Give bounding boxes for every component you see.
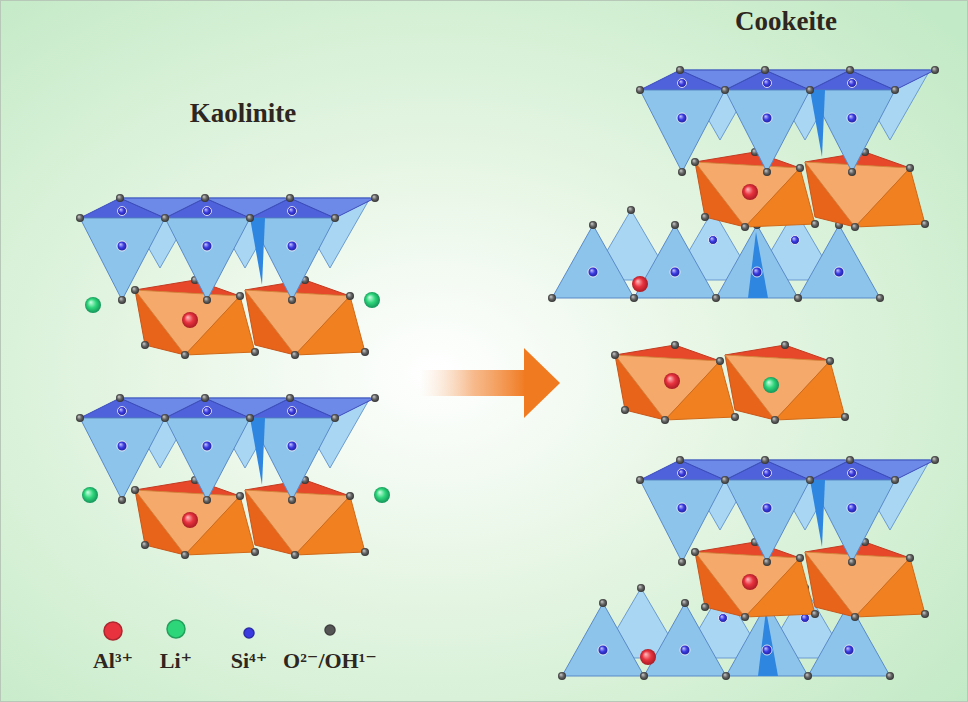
legend-label: Li⁺ xyxy=(160,648,192,673)
cookeite-structure xyxy=(548,66,939,680)
legend-swatch xyxy=(244,628,254,638)
structure-title: Kaolinite xyxy=(190,98,297,129)
transformation-arrow xyxy=(420,348,560,418)
legend-swatch xyxy=(104,622,122,640)
legend-swatch xyxy=(167,620,185,638)
legend-swatch xyxy=(325,625,335,635)
legend-label: O²⁻/OH¹⁻ xyxy=(283,648,377,673)
kaolinite-structure xyxy=(76,194,390,559)
legend-label: Si⁴⁺ xyxy=(231,648,268,673)
legend-label: Al³⁺ xyxy=(93,648,133,673)
structure-title: Cookeite xyxy=(735,6,837,37)
